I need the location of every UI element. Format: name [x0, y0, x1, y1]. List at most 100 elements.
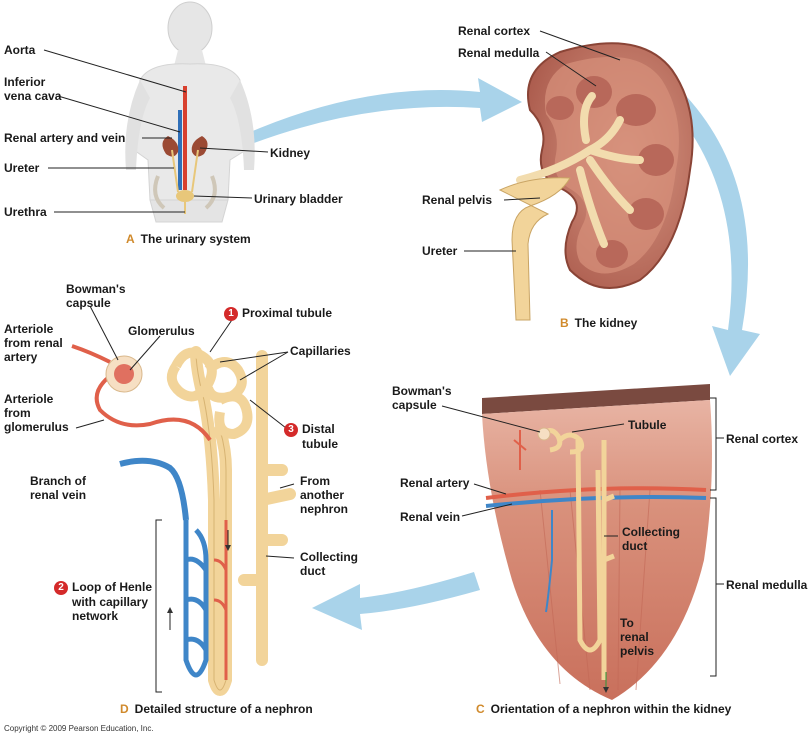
- label-bowmans-capsule-c: Bowman's capsule: [392, 384, 452, 412]
- caption-b: B The kidney: [560, 316, 637, 330]
- nephron-detail: [71, 344, 296, 696]
- label-line: Loop of Henle: [72, 580, 152, 594]
- caption-letter: A: [126, 232, 135, 246]
- human-figure: [125, 1, 255, 223]
- renal-pelvis-ureter: [498, 177, 571, 321]
- label-renal-artery-vein: Renal artery and vein: [4, 131, 126, 145]
- label-line: artery: [4, 350, 38, 364]
- label-aorta: Aorta: [4, 43, 36, 57]
- caption-text: The kidney: [574, 316, 638, 330]
- label-line: Distal: [302, 422, 335, 436]
- label-renal-artery-c: Renal artery: [400, 476, 470, 490]
- flow-arrow-b-to-c: [656, 78, 760, 376]
- urinary-system-organs: [153, 86, 217, 214]
- label-loop-of-henle: 2 Loop of Henle with capillary network: [54, 580, 152, 623]
- label-line: network: [72, 609, 119, 623]
- label-line: vena cava: [4, 89, 62, 103]
- label-line: Collecting: [622, 525, 681, 539]
- copyright-notice: Copyright © 2009 Pearson Education, Inc.: [4, 724, 154, 733]
- caption-text: Orientation of a nephron within the kidn…: [490, 702, 732, 716]
- label-line: from renal: [4, 336, 63, 350]
- flow-arrow-a-to-b: [228, 78, 522, 150]
- glomerulus: [114, 364, 134, 384]
- label-from-another-nephron: From another nephron: [300, 474, 348, 516]
- label-line: renal vein: [30, 488, 87, 502]
- step-badge-1: 1: [224, 307, 238, 321]
- caption-letter: D: [120, 702, 129, 716]
- step-badge-3: 3: [284, 423, 298, 437]
- label-bowmans-capsule-d: Bowman's capsule: [66, 282, 126, 310]
- pyramid: [546, 96, 574, 120]
- caption-letter: C: [476, 702, 485, 716]
- label-inferior-vena-cava: Inferior vena cava: [4, 75, 61, 103]
- label-arteriole-from-glomerulus: Arteriole from glomerulus: [4, 392, 69, 434]
- label-line: Arteriole: [4, 322, 54, 336]
- label-renal-cortex-c: Renal cortex: [726, 432, 799, 446]
- flow-arrow-c-to-d: [312, 572, 480, 630]
- label-urinary-bladder: Urinary bladder: [254, 192, 343, 206]
- caption-text: The urinary system: [140, 232, 251, 246]
- left-kidney: [162, 136, 179, 157]
- label-line: with capillary: [72, 595, 149, 609]
- label-kidney: Kidney: [270, 146, 311, 160]
- caption-text: Detailed structure of a nephron: [134, 702, 313, 716]
- label-line: from: [4, 406, 31, 420]
- label-text: Proximal tubule: [242, 306, 333, 320]
- label-renal-medulla-b: Renal medulla: [458, 46, 540, 60]
- label-branch-renal-vein: Branch of renal vein: [30, 474, 86, 502]
- label-line: Arteriole: [4, 392, 54, 406]
- pyramid: [576, 76, 612, 108]
- label-line: Branch of: [30, 474, 87, 488]
- label-proximal-tubule: 1 Proximal tubule: [224, 306, 332, 321]
- step-badge-2: 2: [54, 581, 68, 595]
- label-capillaries: Capillaries: [290, 344, 351, 358]
- caption-d: D Detailed structure of a nephron: [120, 702, 313, 716]
- label-line: glomerulus: [4, 420, 69, 434]
- caption-a: A The urinary system: [126, 232, 251, 246]
- panel-d-leaders: [75, 305, 295, 559]
- label-arteriole-from-renal-artery: Arteriole from renal artery: [4, 322, 63, 364]
- label-ureter-b: Ureter: [422, 244, 458, 258]
- capsule-edge: [482, 384, 710, 414]
- label-renal-pelvis: Renal pelvis: [422, 193, 493, 207]
- label-line: duct: [622, 539, 648, 553]
- label-line: Bowman's: [66, 282, 126, 296]
- kidney-cross-section: [498, 42, 694, 321]
- pyramid: [616, 94, 656, 126]
- label-line: nephron: [300, 502, 348, 516]
- label-renal-cortex-b: Renal cortex: [458, 24, 531, 38]
- pyramid: [638, 144, 674, 176]
- label-ureter-a: Ureter: [4, 161, 40, 175]
- label-line: another: [300, 488, 345, 502]
- label-tubule: Tubule: [628, 418, 667, 432]
- caption-letter: B: [560, 316, 569, 330]
- label-line: tubule: [302, 437, 338, 451]
- panel-b-leaders: [464, 30, 621, 252]
- label-line: pelvis: [620, 644, 655, 658]
- panel-c-leaders: [441, 405, 724, 585]
- caption-c: C Orientation of a nephron within the kid…: [476, 702, 731, 716]
- panel-a-leaders: [43, 49, 269, 213]
- right-kidney: [191, 136, 208, 157]
- label-line: Bowman's: [392, 384, 452, 398]
- label-line: Collecting: [300, 550, 359, 564]
- label-line: capsule: [66, 296, 111, 310]
- label-line: duct: [300, 564, 326, 578]
- kidney-wedge: [482, 384, 717, 700]
- label-collecting-duct-c: Collecting duct: [622, 525, 680, 553]
- label-line: From: [300, 474, 330, 488]
- label-glomerulus: Glomerulus: [128, 324, 195, 338]
- label-collecting-duct-d: Collecting duct: [300, 550, 358, 578]
- label-distal-tubule: 3 Distal tubule: [284, 422, 338, 451]
- label-to-renal-pelvis: To renal pelvis: [620, 616, 654, 658]
- pyramid: [628, 198, 664, 230]
- label-line: Inferior: [4, 75, 46, 89]
- bladder: [176, 190, 194, 202]
- label-line: capsule: [392, 398, 437, 412]
- label-renal-vein-c: Renal vein: [400, 510, 461, 524]
- label-renal-medulla-c: Renal medulla: [726, 578, 808, 592]
- label-urethra: Urethra: [4, 205, 47, 219]
- label-line: renal: [620, 630, 649, 644]
